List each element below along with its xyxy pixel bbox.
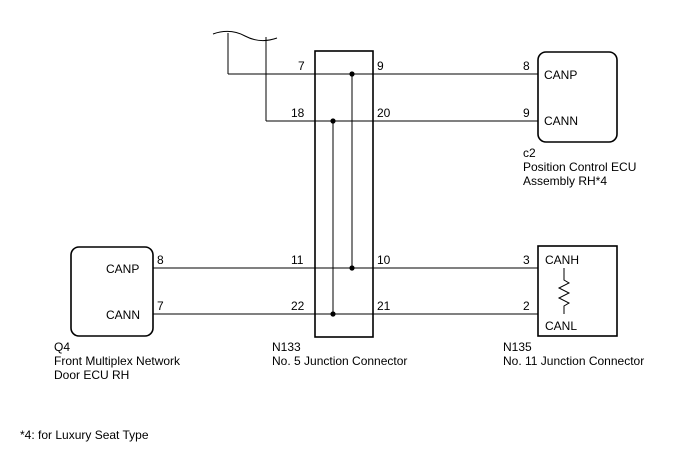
- q4-ecu-box: [70, 246, 154, 337]
- q4-pin-canp: 8: [157, 253, 164, 267]
- c2-code: c2: [523, 146, 536, 160]
- n133-pin-9: 9: [377, 59, 384, 73]
- n133-code: N133: [272, 340, 301, 354]
- q4-pin-cann: 7: [157, 299, 164, 313]
- q4-name-line1: Front Multiplex Network: [54, 354, 181, 368]
- q4-label-cann: CANN: [106, 308, 140, 322]
- n135-code: N135: [503, 340, 532, 354]
- n135-pin-canl: 2: [523, 299, 530, 313]
- q4-name-line2: Door ECU RH: [54, 368, 129, 382]
- n135-label-canh: CANH: [545, 253, 579, 267]
- c2-name-line1: Position Control ECU: [523, 160, 636, 174]
- n133-pin-18: 18: [291, 106, 305, 120]
- c2-label-canp: CANP: [544, 68, 577, 82]
- n133-pin-20: 20: [377, 106, 391, 120]
- termination-resistor-icon: [557, 268, 571, 314]
- q4-label-canp: CANP: [106, 262, 139, 276]
- n135-label-canl: CANL: [545, 319, 577, 333]
- n133-connector-box: [314, 50, 374, 338]
- n133-pin-11: 11: [291, 253, 304, 267]
- n133-pin-21: 21: [377, 299, 391, 313]
- n133-name: No. 5 Junction Connector: [272, 354, 407, 368]
- n133-pin-10: 10: [377, 253, 391, 267]
- q4-code: Q4: [54, 340, 70, 354]
- footnote: *4: for Luxury Seat Type: [20, 428, 149, 442]
- splice-dot: [349, 265, 355, 271]
- c2-ecu-box: [537, 51, 618, 143]
- splice-dot: [330, 118, 336, 124]
- n135-name: No. 11 Junction Connector: [503, 354, 644, 368]
- c2-pin-cann: 9: [523, 106, 530, 120]
- n133-pin-22: 22: [291, 299, 305, 313]
- n133-pin-7: 7: [298, 59, 305, 73]
- c2-pin-canp: 8: [523, 59, 530, 73]
- c2-name-line2: Assembly RH*4: [523, 174, 607, 188]
- n135-pin-canh: 3: [523, 253, 530, 267]
- splice-dot: [349, 71, 355, 77]
- harness-break-line: [212, 30, 278, 42]
- splice-dot: [330, 311, 336, 317]
- c2-label-cann: CANN: [544, 114, 578, 128]
- n135-connector-box: [537, 245, 618, 337]
